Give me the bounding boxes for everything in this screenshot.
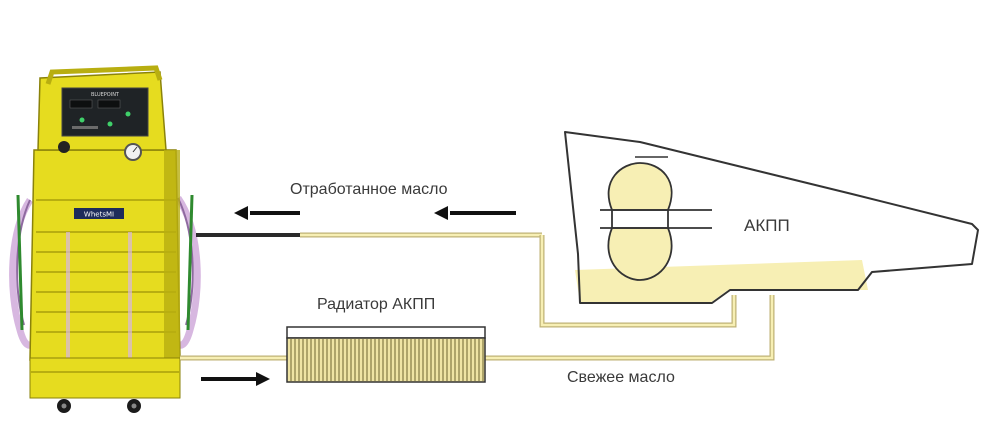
transmission-label: АКПП	[744, 216, 790, 235]
machine-handle	[45, 65, 163, 85]
panel-grooves	[36, 199, 176, 333]
transmission-outline	[564, 131, 979, 304]
radiator-label: Радиатор АКПП	[317, 296, 436, 313]
panel-led-icon	[79, 117, 85, 123]
arrow-left-icon	[434, 206, 516, 220]
arrow-left-icon	[234, 206, 300, 220]
machine-body	[29, 149, 181, 361]
fresh-oil-label: Свежее масло	[567, 369, 675, 386]
front-badge	[74, 208, 124, 219]
panel-brand: BLUEPOINT	[91, 92, 120, 98]
fresh-oil-line	[180, 295, 775, 361]
front-badge-text: WhetsMI	[84, 211, 114, 219]
panel-led-icon	[107, 121, 113, 127]
torque-converter-lower	[607, 227, 673, 281]
machine-base	[29, 357, 181, 399]
torque-converter-upper	[607, 162, 673, 211]
flushing-machine: BLUEPOINT WhetsMI	[9, 65, 201, 413]
radiator-top-bar	[286, 326, 486, 339]
radiator-fins	[290, 339, 484, 381]
radiator-core	[286, 337, 486, 383]
used-oil-line	[196, 232, 737, 328]
arrow-right-icon	[201, 372, 270, 386]
flow-arrows	[201, 206, 516, 386]
radiator	[286, 326, 486, 383]
panel-led-icon	[125, 111, 131, 117]
machine-knob	[58, 141, 70, 153]
used-oil-label: Отработанное масло	[290, 181, 448, 198]
transmission-housing	[564, 131, 979, 304]
